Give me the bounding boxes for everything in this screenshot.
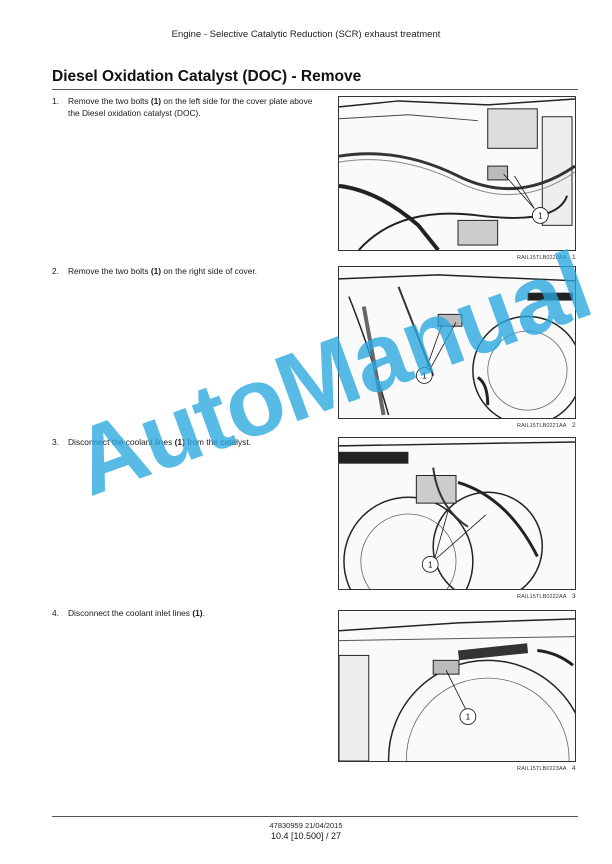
step-number: 2. — [52, 266, 59, 276]
step-text: Remove the two bolts (1) on the right si… — [52, 266, 314, 278]
figure-4-image: 1 — [338, 610, 576, 762]
instruction-step-2: 2. Remove the two bolts (1) on the right… — [52, 266, 314, 278]
step-number: 4. — [52, 608, 59, 618]
step-text: Disconnect the coolant inlet lines (1). — [52, 608, 314, 620]
figure-number: 1 — [572, 254, 576, 261]
footer-document-code: 47830959 21/04/2015 — [269, 821, 343, 830]
title-divider — [52, 89, 578, 90]
step-callout-ref: (1) — [150, 96, 162, 106]
step-text-after: from the catalyst. — [184, 437, 251, 447]
page-header: Engine - Selective Catalytic Reduction (… — [171, 29, 441, 40]
figure-code: RAIL15TLB0221AA — [517, 423, 567, 429]
figure-number: 3 — [572, 593, 576, 600]
figure-number: 4 — [572, 765, 576, 772]
figure-code: RAIL15TLB0222AA — [517, 594, 567, 600]
figure-callout: 1 — [422, 372, 427, 381]
figure-code: RAIL15TLB0223AA — [517, 766, 567, 772]
step-text-after: on the right side of cover. — [161, 266, 258, 276]
section-title: Diesel Oxidation Catalyst (DOC) - Remove — [52, 68, 362, 85]
step-text: Disconnect the coolant lines (1) from th… — [52, 437, 314, 449]
figure-callout: 1 — [428, 560, 433, 569]
instruction-step-1: 1. Remove the two bolts (1) on the left … — [52, 96, 314, 119]
footer-divider — [52, 816, 578, 817]
step-callout-ref: (1) — [192, 608, 203, 618]
step-callout-ref: (1) — [174, 437, 185, 447]
figure-3-image: 1 — [338, 437, 576, 590]
figure-1-image: 1 — [338, 96, 576, 251]
step-number: 1. — [52, 96, 59, 106]
step-text-before: Disconnect the coolant inlet lines — [68, 608, 193, 618]
step-text: Remove the two bolts (1) on the left sid… — [52, 96, 314, 119]
step-text-before: Disconnect the coolant lines — [68, 437, 175, 447]
instruction-step-4: 4. Disconnect the coolant inlet lines (1… — [52, 608, 314, 620]
figure-code: RAIL15TLB0220AA — [517, 255, 567, 261]
step-text-after: . — [202, 608, 205, 618]
step-number: 3. — [52, 437, 59, 447]
footer-page-number: 10.4 [10.500] / 27 — [270, 831, 342, 841]
step-text-before: Remove the two bolts — [68, 266, 151, 276]
step-callout-ref: (1) — [150, 266, 162, 276]
step-text-after: on the left side for the cover plate abo… — [68, 96, 313, 118]
figure-number: 2 — [572, 422, 576, 429]
figure-callout: 1 — [466, 713, 471, 722]
figure-2-image: 1 — [338, 266, 576, 419]
figure-callout: 1 — [538, 211, 543, 220]
step-text-before: Remove the two bolts — [68, 96, 151, 106]
instruction-step-3: 3. Disconnect the coolant lines (1) from… — [52, 437, 314, 449]
